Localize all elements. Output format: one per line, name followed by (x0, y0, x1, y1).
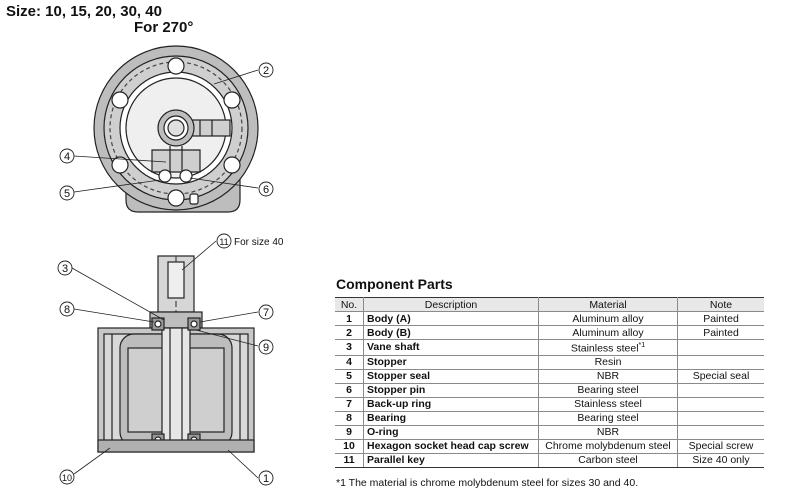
part-number: 8 (335, 410, 364, 426)
callout-5: 5 (64, 188, 70, 200)
part-number: 9 (335, 424, 364, 440)
callout-10: 10 (62, 473, 72, 483)
table-header-row: No. Description Material Note (335, 297, 764, 312)
part-material: NBR (538, 368, 678, 384)
part-note (677, 410, 764, 426)
part-description: Stopper seal (363, 368, 539, 384)
size-40-note: For size 40 (234, 237, 284, 248)
part-material: Bearing steel (538, 382, 678, 398)
part-material: Aluminum alloy (538, 311, 678, 326)
part-material: Aluminum alloy (538, 325, 678, 340)
component-parts-title: Component Parts (336, 276, 453, 292)
part-note: Size 40 only (677, 452, 764, 468)
part-number: 11 (335, 452, 364, 468)
part-description: O-ring (363, 424, 539, 440)
column-header-description: Description (363, 297, 539, 312)
part-description: Stopper (363, 354, 539, 370)
part-number: 3 (335, 339, 364, 356)
part-description: Body (B) (363, 325, 539, 340)
part-number: 10 (335, 438, 364, 454)
callout-9: 9 (263, 342, 269, 354)
material-footnote: *1 The material is chrome molybdenum ste… (336, 477, 639, 489)
callout-1: 1 (263, 473, 269, 485)
part-number: 4 (335, 354, 364, 370)
callout-2: 2 (263, 65, 269, 77)
part-note: Special screw (677, 438, 764, 454)
top-view (93, 45, 259, 213)
part-note: Special seal (677, 368, 764, 384)
side-view (97, 255, 255, 453)
part-material: NBR (538, 424, 678, 440)
part-material: Bearing steel (538, 410, 678, 426)
footnote-marker: *1 (638, 342, 646, 349)
part-description: Hexagon socket head cap screw (363, 438, 539, 454)
part-material: Chrome molybdenum steel (538, 438, 678, 454)
part-number: 5 (335, 368, 364, 384)
part-description: Back-up ring (363, 396, 539, 412)
callout-markers (57, 62, 274, 486)
part-description: Parallel key (363, 452, 539, 468)
part-material: Resin (538, 354, 678, 370)
part-description: Body (A) (363, 311, 539, 326)
part-note (677, 396, 764, 412)
technical-drawing: 2 4 5 6 11 3 8 7 9 10 1 For size 40 (57, 45, 284, 486)
size-title: Size: 10, 15, 20, 30, 40 (6, 3, 162, 20)
part-description: Bearing (363, 410, 539, 426)
callout-4: 4 (64, 151, 70, 163)
part-material: Stainless steel*1 (538, 339, 678, 356)
part-note (677, 424, 764, 440)
callout-11: 11 (219, 237, 228, 247)
part-description: Vane shaft (363, 339, 539, 356)
part-material: Stainless steel (538, 396, 678, 412)
part-description: Stopper pin (363, 382, 539, 398)
callout-6: 6 (263, 184, 269, 196)
part-number: 2 (335, 325, 364, 340)
column-header-note: Note (677, 297, 764, 312)
part-number: 6 (335, 382, 364, 398)
for-angle-label: For 270° (134, 19, 194, 36)
column-header-material: Material (538, 297, 678, 312)
part-material: Carbon steel (538, 452, 678, 468)
column-header-no: No. (335, 297, 364, 312)
part-note (677, 339, 764, 356)
part-note: Painted (677, 325, 764, 340)
leader-lines (71, 69, 259, 479)
callout-7: 7 (263, 307, 269, 319)
part-note (677, 354, 764, 370)
part-note (677, 382, 764, 398)
part-note: Painted (677, 311, 764, 326)
part-number: 1 (335, 311, 364, 326)
callout-8: 8 (64, 304, 70, 316)
callout-3: 3 (62, 263, 68, 275)
part-number: 7 (335, 396, 364, 412)
